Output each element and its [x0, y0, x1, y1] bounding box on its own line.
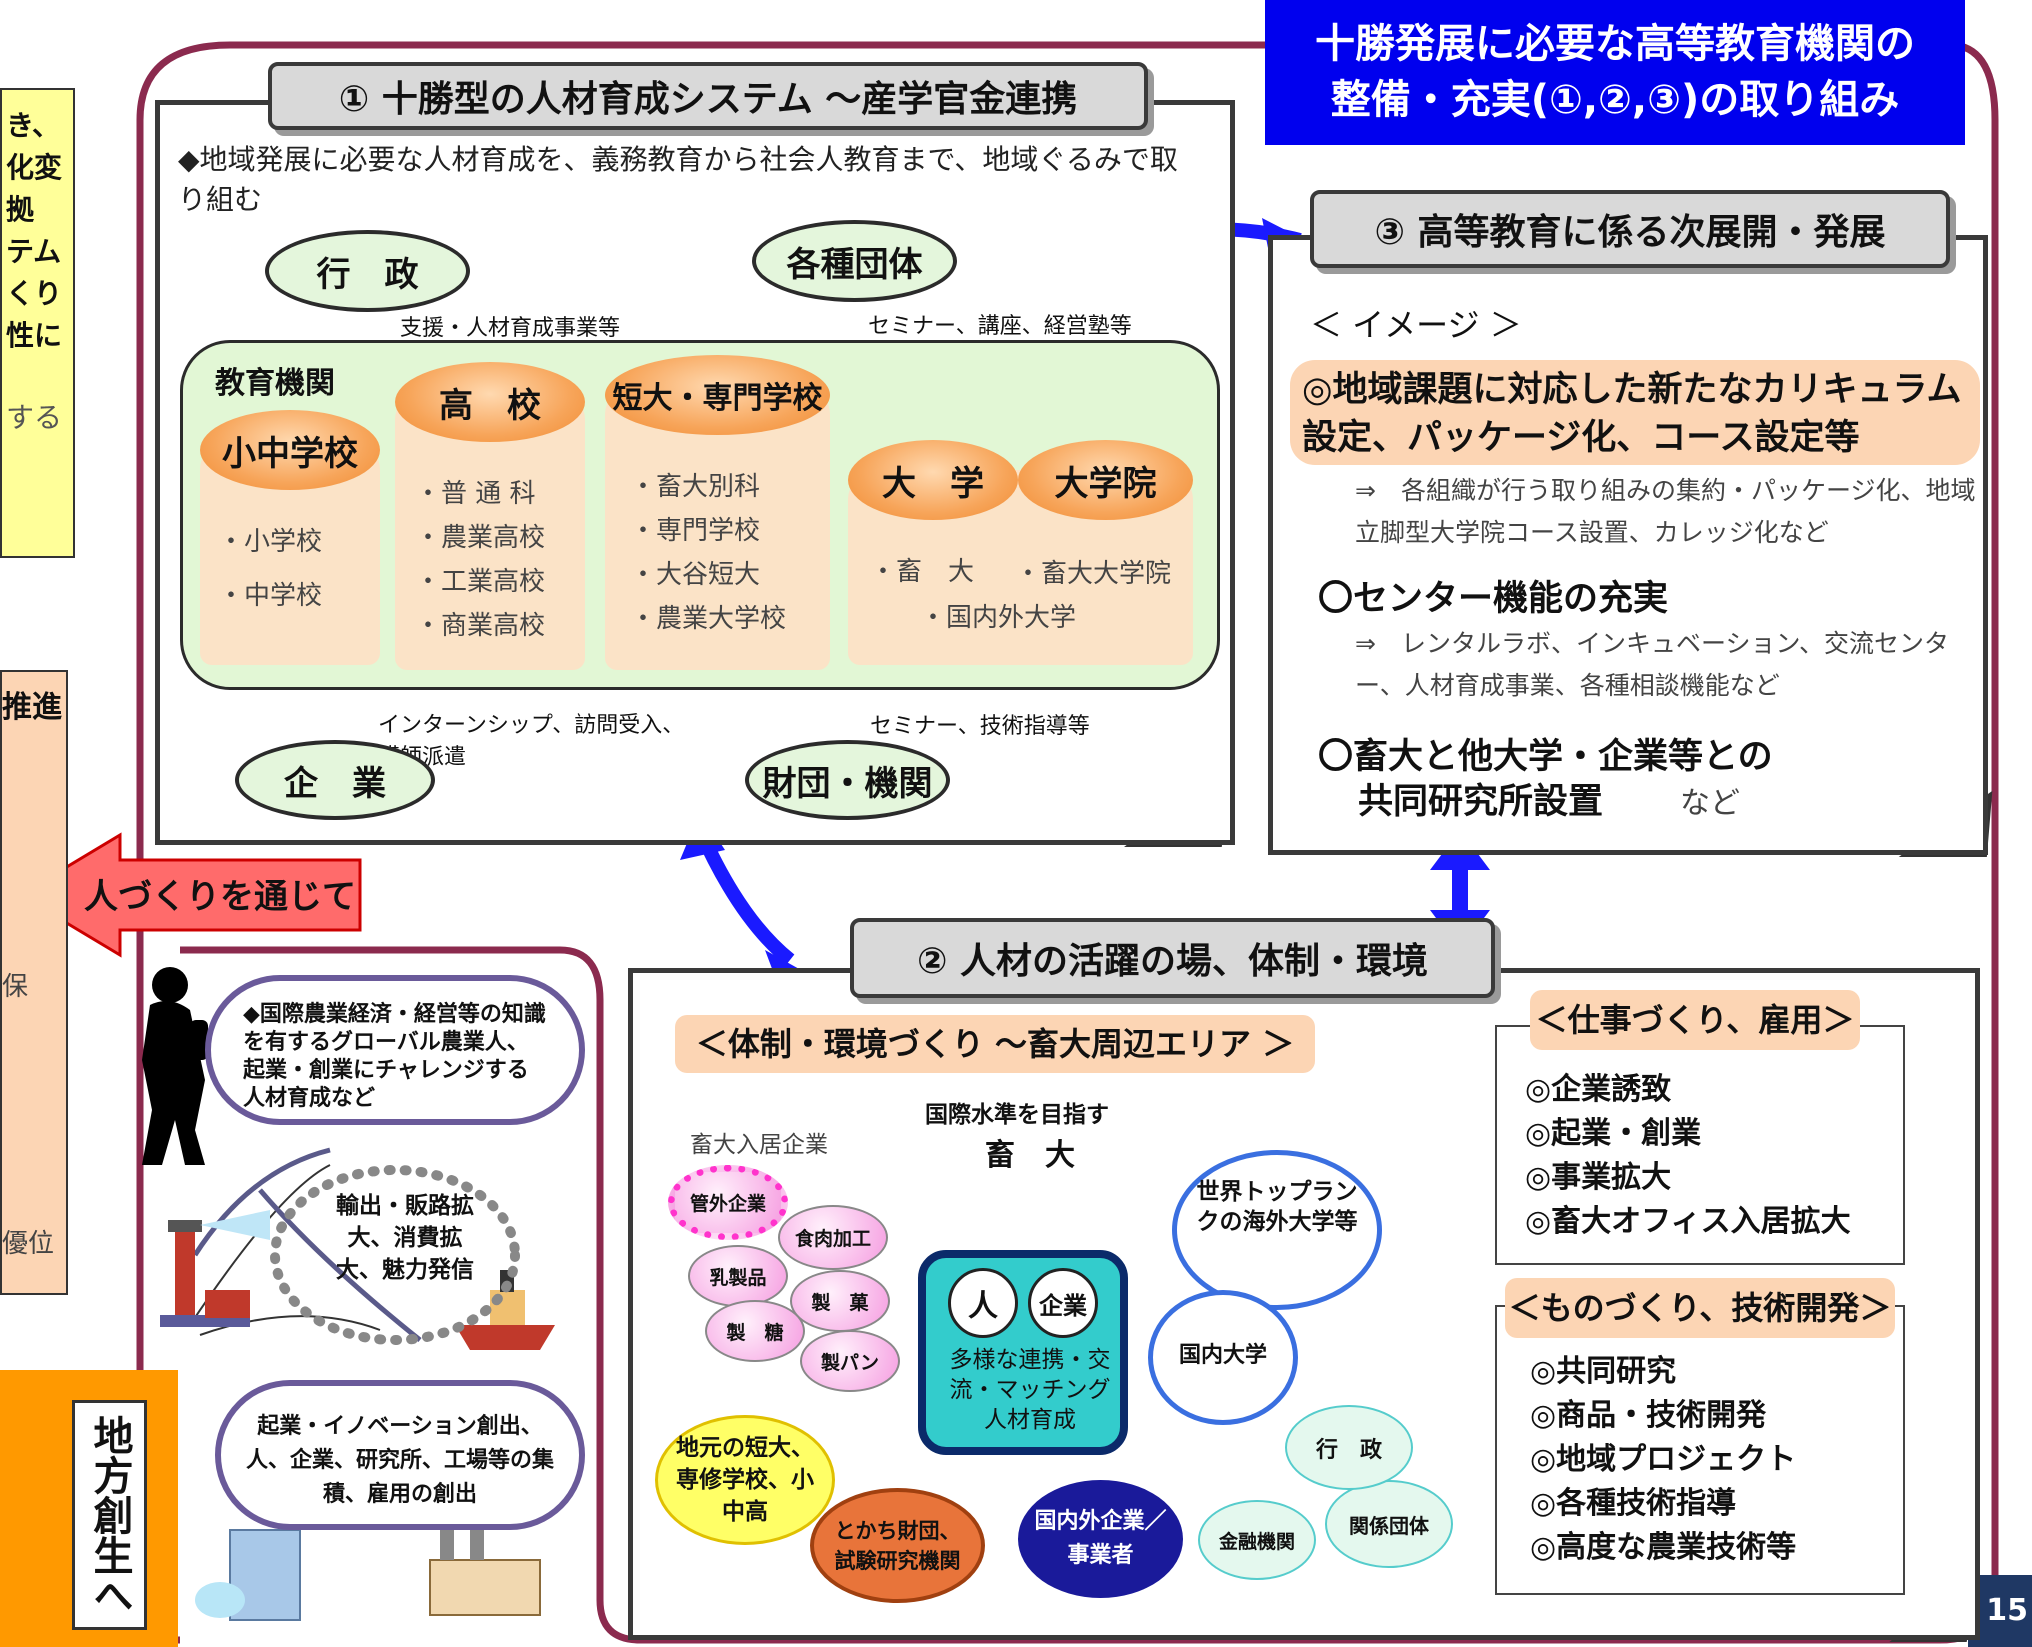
- kinyu-oval: 金融機関: [1198, 1500, 1316, 1580]
- pink-kangai: 管外企業: [668, 1165, 788, 1240]
- label-gijutsu: セミナー、技術指導等: [870, 714, 1090, 739]
- tandai-list: ・畜大別科 ・専門学校 ・大谷短大 ・農業大学校: [630, 472, 787, 634]
- export-text: 輸出・販路拡大、消費拡大、魅力発信: [336, 1193, 474, 1283]
- jimoto-oval: 地元の短大、専修学校、小中高: [655, 1415, 835, 1545]
- title-line-1: 十勝発展に必要な高等教育機関の: [1315, 21, 1915, 67]
- panel-2-header: ② 人材の活躍の場、体制・環境: [850, 918, 1495, 998]
- panel-3: [1268, 235, 1988, 855]
- center-text: 多様な連携・交流・マッチング人材育成: [949, 1347, 1111, 1433]
- kokusai-label: 国際水準を目指す: [925, 1102, 1109, 1128]
- title-box: 十勝発展に必要な高等教育機関の 整備・充実(①,②,③)の取り組み: [1265, 0, 1965, 145]
- koko-list: ・普 通 科 ・農業高校 ・工業高校 ・商業高校: [415, 479, 546, 641]
- naigai-oval: 国内外企業／事業者: [1018, 1480, 1183, 1598]
- panel-3-item-1: ◎地域課題に対応した新たなカリキュラム設定、パッケージ化、コース設定等: [1290, 360, 1980, 465]
- kokunai-oval: 国内大学: [1148, 1290, 1298, 1425]
- zaidan-oval: 財団・機関: [745, 740, 950, 820]
- label-intern: インターンシップ、訪問受入、講師派遣: [378, 713, 685, 770]
- chikudai-label: 畜 大: [985, 1138, 1075, 1173]
- panel-3-header: ③ 高等教育に係る次展開・発展: [1310, 190, 1950, 268]
- shochu-title: 小中学校: [200, 410, 380, 490]
- env-label: ＜体制・環境づくり ～畜大周辺エリア ＞: [675, 1015, 1315, 1073]
- hitozukuri-label: 人づくりを通じて: [84, 877, 356, 917]
- hito-circle: 人: [948, 1268, 1018, 1338]
- gyosei-oval: 行 政: [265, 230, 470, 312]
- daigaku-item-2: ・国内外大学: [920, 603, 1077, 633]
- monozukuri-list: ◎共同研究 ◎商品・技術開発 ◎地域プロジェクト ◎各種技術指導 ◎高度な農業技…: [1530, 1354, 1797, 1565]
- panel-3-item-3a: 〇畜大と他大学・企業等との: [1318, 737, 1773, 777]
- nyukyo-label: 畜大入居企業: [690, 1132, 828, 1158]
- person-silhouette-icon: [142, 967, 208, 1165]
- shigoto-box: [1495, 1025, 1905, 1265]
- dantai-oval: 各種団体: [752, 220, 957, 302]
- left-yellow-box: き、 化変 拠 テム くり 性に する: [0, 88, 75, 558]
- tandai-title: 短大・専門学校: [605, 355, 830, 435]
- left-orange-box: 推進 保 優位: [0, 670, 68, 1295]
- panel-3-item-2-sub: ⇒ レンタルラボ、インキュベーション、交流センター、人材育成事業、各種相談機能な…: [1355, 629, 1949, 700]
- koko-title: 高 校: [395, 362, 585, 442]
- panel-3-image-label: ＜ イメージ ＞: [1310, 306, 1522, 344]
- kankei-oval: 関係団体: [1325, 1480, 1453, 1568]
- pink-seito: 製 糖: [705, 1300, 805, 1362]
- lighthouse-icon: [160, 1210, 270, 1327]
- kigyo-circle: 企業: [1028, 1268, 1098, 1338]
- pink-shokuniku: 食肉加工: [778, 1205, 888, 1270]
- panel-1-intro: ◆地域発展に必要な人材育成を、義務教育から社会人教育まで、地域ぐるみで取り組む: [178, 143, 1178, 216]
- global-bubble: ◆国際農業経済・経営等の知識を有するグローバル農業人、起業・創業にチャレンジする…: [205, 975, 585, 1125]
- world-university-oval: 世界トップランクの海外大学等: [1172, 1150, 1382, 1310]
- panel-3-item-3b: 共同研究所設置: [1358, 782, 1604, 822]
- title-line-2: 整備・充実(①,②,③)の取り組み: [1330, 77, 1900, 123]
- panel-3-item-2: 〇センター機能の充実: [1318, 579, 1669, 619]
- kigyo-oval: 企 業: [235, 740, 435, 820]
- label-shien: 支援・人材育成事業等: [400, 316, 621, 341]
- gyosei-oval-2: 行 政: [1285, 1405, 1413, 1490]
- innovation-bubble: 起業・イノベーション創出、人、企業、研究所、工場等の集積、雇用の創出: [215, 1380, 585, 1530]
- label-seminar: セミナー、講座、経営塾等: [868, 314, 1132, 339]
- office-building-icon: [195, 1529, 301, 1621]
- kyoiku-kikan-label: 教育機関: [215, 366, 335, 401]
- daigakuin-item-1: ・畜大大学院: [1015, 559, 1172, 589]
- shochu-list: ・小学校 ・中学校: [218, 527, 323, 611]
- panel-3-item-3c: など: [1680, 786, 1740, 821]
- panel-1-header: ① 十勝型の人材育成システム ～産学官金連携: [268, 62, 1148, 130]
- monozukuri-title: ＜ものづくり、技術開発＞: [1505, 1278, 1895, 1338]
- pink-seika: 製 菓: [790, 1270, 890, 1332]
- outer-frame-left: [136, 41, 1270, 1620]
- monozukuri-box: [1495, 1305, 1905, 1595]
- shigoto-list: ◎企業誘致 ◎起業・創業 ◎事業拡大 ◎畜大オフィス入居拡大: [1525, 1072, 1851, 1239]
- daigakuin-title: 大学院: [1018, 440, 1193, 520]
- pink-nyuseihin: 乳製品: [688, 1245, 788, 1307]
- tokachi-oval: とかち財団、試験研究機関: [810, 1488, 985, 1603]
- panel-3-item-1-sub: ⇒ 各組織が行う取り組みの集約・パッケージ化、地域立脚型大学院コース設置、カレッ…: [1355, 476, 1976, 547]
- pink-seipan: 製パン: [800, 1330, 900, 1392]
- shigoto-title: ＜仕事づくり、雇用＞: [1530, 990, 1860, 1050]
- daigaku-item-1: ・畜 大: [870, 557, 975, 587]
- chiho-sosei-label: 地方創生へ: [72, 1400, 147, 1630]
- daigaku-title: 大 学: [848, 440, 1018, 520]
